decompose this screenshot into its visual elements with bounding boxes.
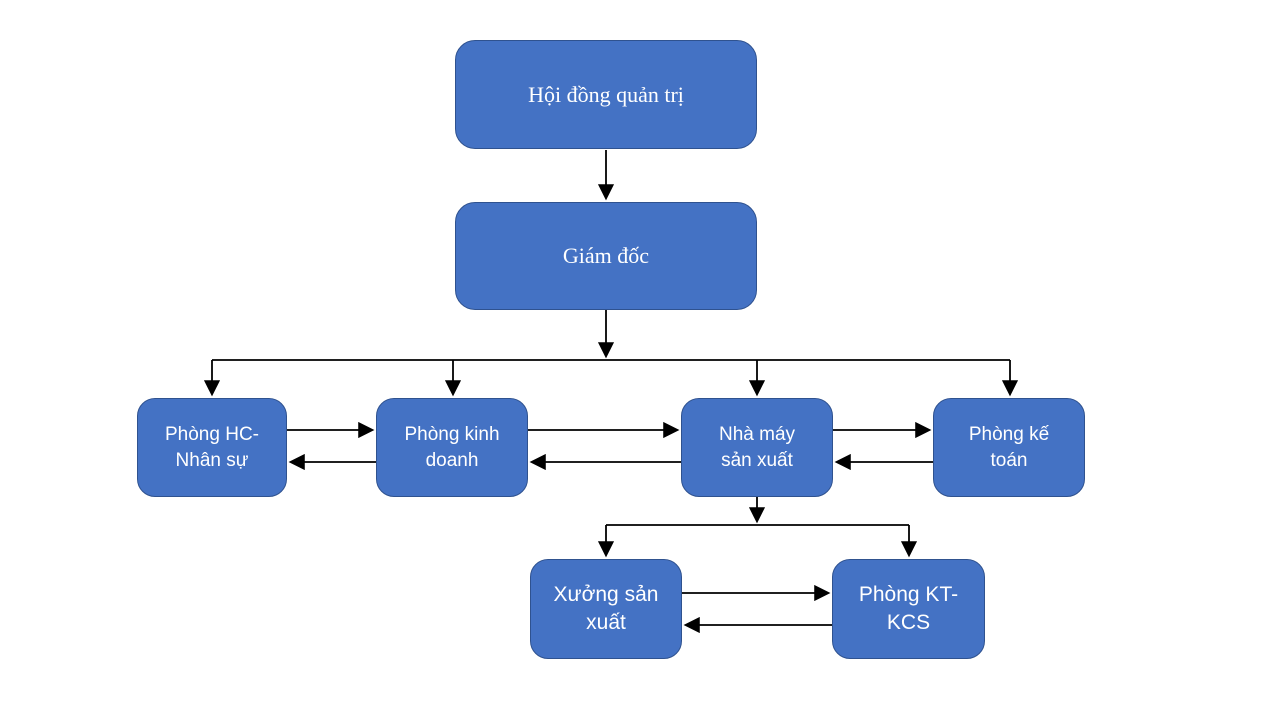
node-hr-admin-dept[interactable]: Phòng HC- Nhân sự [137,398,287,497]
node-board-of-directors[interactable]: Hội đồng quản trị [455,40,757,149]
node-production-plant[interactable]: Nhà máy sản xuất [681,398,833,497]
node-board-of-directors-label: Hội đồng quản trị [528,81,684,107]
node-director-label: Giám đốc [562,243,650,269]
node-kt-kcs-dept-label: Phòng KT- KCS [858,583,959,634]
node-business-dept[interactable]: Phòng kinh doanh [376,398,528,497]
node-production-workshop[interactable]: Xưởng sản xuất [530,559,682,659]
node-accounting-dept[interactable]: Phòng kế toán [933,398,1085,497]
node-kt-kcs-dept[interactable]: Phòng KT- KCS [832,559,985,659]
node-production-workshop-label: Xưởng sản xuất [553,583,659,634]
node-accounting-dept-label: Phòng kế toán [968,424,1050,471]
node-director[interactable]: Giám đốc [455,202,757,310]
node-production-plant-label: Nhà máy sản xuất [718,424,796,471]
node-hr-admin-dept-label: Phòng HC- Nhân sự [165,424,259,471]
node-business-dept-label: Phòng kinh doanh [404,424,500,471]
